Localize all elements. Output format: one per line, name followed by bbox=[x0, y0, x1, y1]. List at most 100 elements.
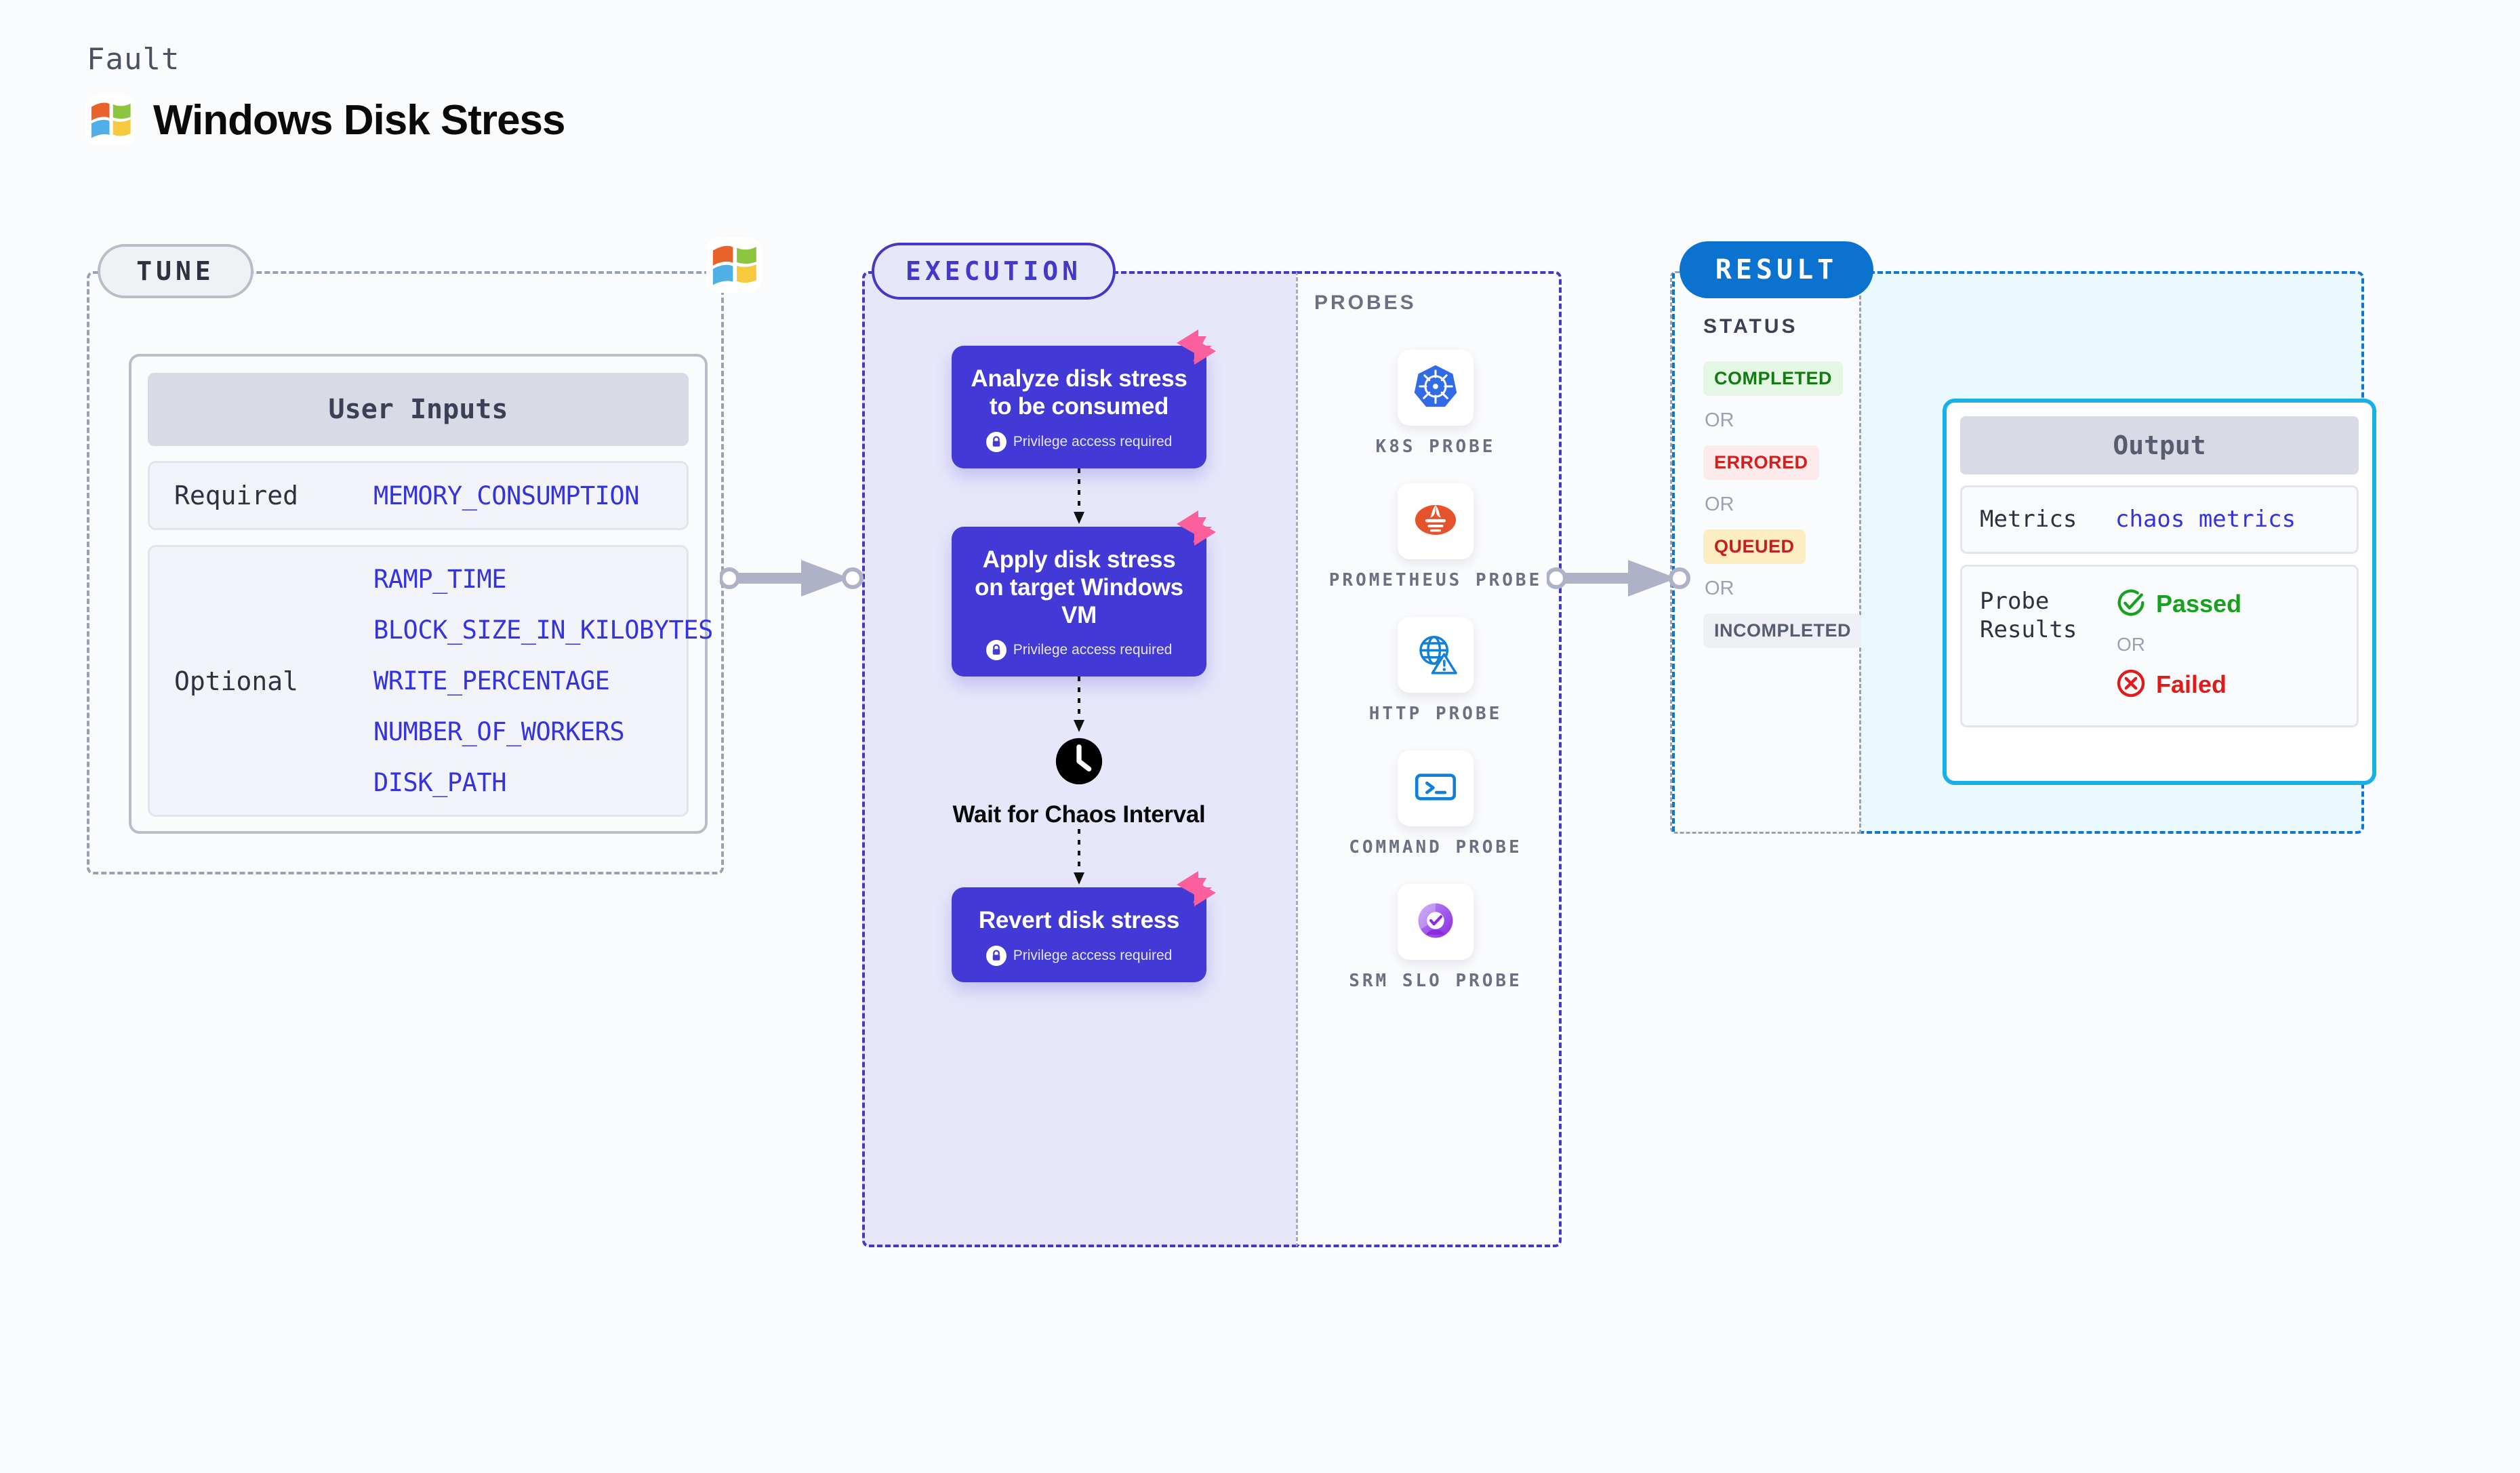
optional-param-list: RAMP_TIME BLOCK_SIZE_IN_KILOBYTES WRITE_… bbox=[373, 565, 713, 797]
probe-label: K8S PROBE bbox=[1375, 437, 1496, 457]
probe-label: HTTP PROBE bbox=[1368, 704, 1503, 725]
lock-icon bbox=[985, 431, 1007, 452]
wait-for-chaos-node: Wait for Chaos Interval bbox=[903, 735, 1255, 829]
param-item[interactable]: MEMORY_CONSUMPTION bbox=[373, 481, 639, 510]
chaos-flag-icon bbox=[1175, 509, 1217, 547]
probe-label: SRM SLO PROBE bbox=[1349, 971, 1522, 992]
probe-list: K8S PROBE PROMETHEUS PROBE bbox=[1309, 350, 1562, 993]
privilege-note: Privilege access required bbox=[965, 431, 1193, 452]
probes-label: PROBES bbox=[1314, 291, 1417, 314]
optional-inputs-group: Optional RAMP_TIME BLOCK_SIZE_IN_KILOBYT… bbox=[148, 545, 713, 817]
status-badge-errored: ERRORED bbox=[1703, 445, 1819, 480]
probe-icon-tile bbox=[1398, 750, 1474, 827]
privilege-note: Privilege access required bbox=[965, 640, 1193, 661]
page-kicker: Fault bbox=[87, 42, 180, 77]
result-panel: STATUS COMPLETED OR ERRORED OR QUEUED OR… bbox=[1670, 241, 2376, 834]
step-title: Analyze disk stress to be consumed bbox=[971, 365, 1187, 420]
probe-item-http[interactable]: HTTP PROBE bbox=[1309, 617, 1562, 726]
or-separator: OR bbox=[2117, 633, 2145, 655]
failed-label: Failed bbox=[2156, 670, 2227, 698]
probe-item-srm-slo[interactable]: SRM SLO PROBE bbox=[1309, 884, 1562, 993]
param-item[interactable]: WRITE_PERCENTAGE bbox=[373, 666, 610, 695]
privilege-label: Privilege access required bbox=[1013, 433, 1173, 449]
http-globe-warning-icon bbox=[1410, 628, 1461, 682]
privilege-note: Privilege access required bbox=[965, 945, 1193, 966]
metrics-key: Metrics bbox=[1980, 506, 2077, 533]
clock-icon bbox=[1053, 738, 1105, 790]
status-badge-incompleted: INCOMPLETED bbox=[1703, 613, 1863, 648]
terminal-icon bbox=[1410, 762, 1461, 815]
probe-results-values: Passed OR Failed bbox=[2115, 587, 2241, 702]
required-inputs-group: Required MEMORY_CONSUMPTION bbox=[148, 461, 689, 530]
windows-logo-icon bbox=[85, 95, 136, 145]
page-title-row: Windows Disk Stress bbox=[85, 95, 566, 145]
check-circle-icon bbox=[2115, 587, 2147, 622]
flow-connector-arrow bbox=[903, 677, 1255, 735]
execution-step[interactable]: Analyze disk stress to be consumed Privi… bbox=[952, 329, 1216, 468]
execution-step[interactable]: Apply disk stress on target Windows VM P… bbox=[952, 510, 1216, 677]
lock-icon bbox=[985, 640, 1007, 661]
page-title: Windows Disk Stress bbox=[153, 96, 566, 144]
status-badge-queued: QUEUED bbox=[1703, 529, 1806, 564]
status-list: COMPLETED OR ERRORED OR QUEUED OR INCOMP… bbox=[1703, 361, 1863, 648]
chaos-flag-icon bbox=[1175, 870, 1217, 908]
probe-results-key: Probe Results bbox=[1980, 587, 2077, 644]
flow-connector-arrow bbox=[903, 829, 1255, 887]
chaos-flag-icon bbox=[1175, 328, 1217, 366]
execution-pill[interactable]: EXECUTION bbox=[872, 243, 1116, 300]
metrics-value[interactable]: chaos metrics bbox=[2115, 506, 2296, 533]
tune-pill[interactable]: TUNE bbox=[98, 244, 253, 298]
privilege-label: Privilege access required bbox=[1013, 642, 1173, 658]
privilege-label: Privilege access required bbox=[1013, 947, 1173, 963]
required-label: Required bbox=[174, 481, 299, 510]
execution-step-flow: Analyze disk stress to be consumed Privi… bbox=[903, 329, 1255, 982]
prometheus-icon bbox=[1410, 495, 1461, 548]
user-inputs-title: User Inputs bbox=[148, 373, 689, 446]
param-item[interactable]: BLOCK_SIZE_IN_KILOBYTES bbox=[373, 616, 713, 645]
probe-item-prometheus[interactable]: PROMETHEUS PROBE bbox=[1309, 483, 1562, 592]
param-item[interactable]: DISK_PATH bbox=[373, 768, 506, 797]
probe-item-command[interactable]: COMMAND PROBE bbox=[1309, 750, 1562, 860]
flow-connector-arrow bbox=[903, 468, 1255, 527]
srm-slo-icon bbox=[1410, 895, 1461, 949]
probe-icon-tile bbox=[1398, 350, 1474, 426]
probe-label: PROMETHEUS PROBE bbox=[1328, 570, 1543, 591]
status-label: STATUS bbox=[1703, 315, 1798, 338]
probe-icon-tile bbox=[1398, 617, 1474, 693]
execution-step[interactable]: Revert disk stress Privilege access requ… bbox=[952, 871, 1216, 982]
output-card: Output Metrics chaos metrics Probe Resul… bbox=[1943, 399, 2376, 785]
step-title: Revert disk stress bbox=[978, 907, 1180, 934]
param-item[interactable]: NUMBER_OF_WORKERS bbox=[373, 717, 625, 746]
probe-label: COMMAND PROBE bbox=[1349, 837, 1522, 858]
tune-panel: TUNE User Inputs Required MEMORY_CONSUMP… bbox=[87, 237, 762, 874]
status-badge-completed: COMPLETED bbox=[1703, 361, 1844, 396]
or-separator: OR bbox=[1705, 409, 1734, 431]
or-separator: OR bbox=[1705, 493, 1734, 515]
lock-icon bbox=[985, 945, 1007, 966]
output-probe-results-row: Probe Results Passed OR bbox=[1960, 564, 2359, 727]
execution-panel: PROBES EXECUTION Analyze disk stress to … bbox=[862, 243, 1562, 1247]
user-inputs-card: User Inputs Required MEMORY_CONSUMPTION … bbox=[129, 354, 713, 834]
or-separator: OR bbox=[1705, 578, 1734, 599]
probe-icon-tile bbox=[1398, 884, 1474, 961]
required-param-list: MEMORY_CONSUMPTION bbox=[373, 481, 639, 510]
connector-tune-to-execution bbox=[718, 554, 874, 605]
probe-result-failed: Failed bbox=[2115, 668, 2241, 702]
windows-logo-icon bbox=[706, 237, 762, 296]
wait-node-label: Wait for Chaos Interval bbox=[952, 801, 1206, 828]
passed-label: Passed bbox=[2156, 590, 2242, 618]
param-item[interactable]: RAMP_TIME bbox=[373, 565, 506, 594]
result-pill[interactable]: RESULT bbox=[1680, 241, 1873, 298]
result-left-border bbox=[1672, 273, 1675, 832]
optional-label: Optional bbox=[174, 666, 299, 696]
x-circle-icon bbox=[2115, 668, 2147, 702]
connector-execution-to-result bbox=[1545, 554, 1701, 605]
step-title: Apply disk stress on target Windows VM bbox=[975, 546, 1183, 629]
probe-icon-tile bbox=[1398, 483, 1474, 560]
output-metrics-row: Metrics chaos metrics bbox=[1960, 485, 2359, 554]
output-region: Output Metrics chaos metrics Probe Resul… bbox=[1861, 271, 2376, 834]
probe-result-passed: Passed bbox=[2115, 587, 2241, 622]
status-region: STATUS COMPLETED OR ERRORED OR QUEUED OR… bbox=[1670, 271, 1863, 834]
probe-item-k8s[interactable]: K8S PROBE bbox=[1309, 350, 1562, 459]
